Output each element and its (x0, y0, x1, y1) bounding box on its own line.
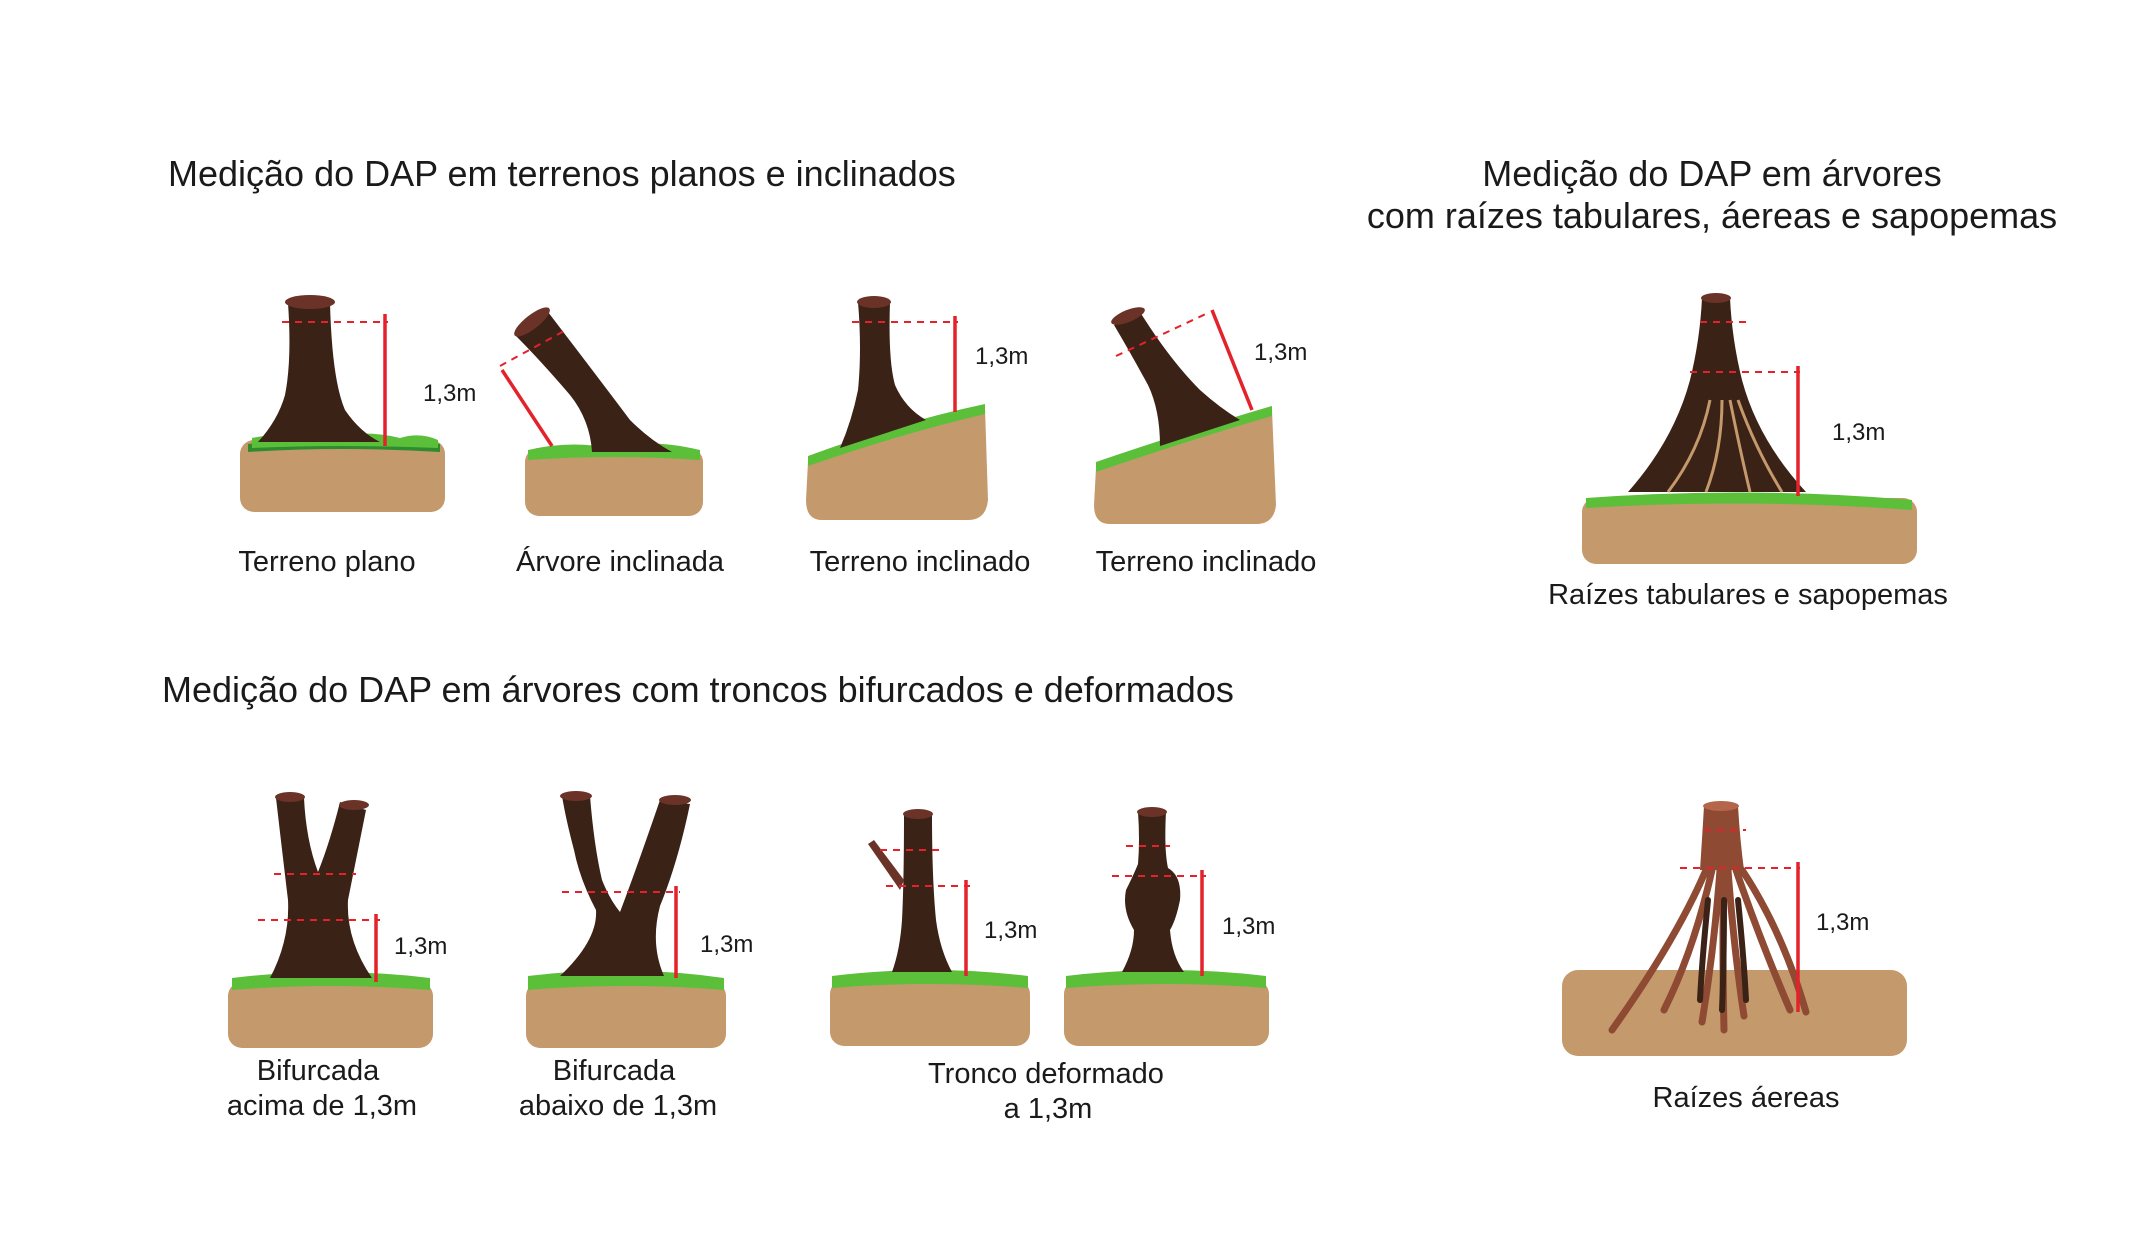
height-label: 1,3m (1816, 909, 1869, 936)
soil-block (1064, 980, 1269, 1046)
trunk-top (1111, 307, 1145, 325)
height-label: 1,3m (984, 917, 1037, 944)
trunk-top (1703, 801, 1739, 811)
tree-trunk (258, 303, 380, 442)
height-label: 1,3m (700, 931, 753, 958)
grass-patch (808, 404, 985, 466)
soil-block (830, 980, 1030, 1046)
height-label: 1,3m (423, 380, 476, 407)
height-marker-rod (500, 369, 554, 447)
soil-block (525, 448, 703, 516)
illustration-forked-above: 1,3m Bifurcada acima de 1,3m (227, 792, 447, 1122)
trunk-top (514, 307, 550, 337)
title-special-roots-line1: Medição do DAP em árvores (1482, 153, 1942, 194)
illustration-aerial-roots: 1,3m Raízes áereas (1562, 801, 1907, 1114)
caption-aerial-roots: Raízes áereas (1653, 1082, 1840, 1114)
aerial-root-strands (1608, 866, 1810, 1034)
tree-trunk (840, 302, 926, 448)
illustration-leaning-tree: Árvore inclinada (499, 307, 725, 578)
title-flat-inclined: Medição do DAP em terrenos planos e incl… (168, 153, 956, 194)
tree-trunk (1114, 312, 1240, 446)
illustration-slope-terrain-2: 1,3m Terreno inclinado (1094, 307, 1317, 578)
caption-forked-above-line2: acima de 1,3m (227, 1090, 417, 1122)
illustration-flat-terrain: 1,3m Terreno plano (238, 295, 476, 578)
height-marker-rod (1210, 309, 1254, 411)
illustration-deformed-trunk-2: 1,3m Tronco deformado a 1,3m (928, 807, 1275, 1125)
caption-leaning-tree: Árvore inclinada (516, 545, 725, 578)
trunk-top (857, 296, 891, 308)
caption-deformed-line2: a 1,3m (1004, 1093, 1093, 1125)
tree-trunk (516, 312, 672, 452)
caption-slope-terrain-2: Terreno inclinado (1096, 546, 1317, 578)
trunk-top-right (339, 800, 369, 810)
soil-block (1562, 970, 1907, 1056)
buttress-root-lines (1666, 399, 1784, 493)
trunk-branch (868, 840, 904, 890)
soil-block (228, 982, 433, 1048)
soil-block (806, 408, 988, 520)
height-label: 1,3m (394, 933, 447, 960)
title-forked-deformed: Medição do DAP em árvores com troncos bi… (162, 669, 1234, 710)
dbh-measure-line (1115, 311, 1211, 357)
height-label: 1,3m (1222, 913, 1275, 940)
tree-trunk (270, 798, 372, 978)
illustration-slope-terrain-1: 1,3m Terreno inclinado (806, 296, 1030, 578)
illustration-buttress-roots: 1,3m Raízes tabulares e sapopemas (1548, 293, 1948, 611)
tree-trunk (1122, 812, 1184, 972)
trunk-top (1137, 807, 1167, 817)
caption-forked-below-line2: abaixo de 1,3m (519, 1090, 717, 1122)
caption-forked-below-line1: Bifurcada (553, 1055, 676, 1087)
tree-trunk (560, 796, 690, 976)
caption-deformed-line1: Tronco deformado (928, 1058, 1164, 1090)
soil-block (1582, 498, 1917, 564)
trunk-top (285, 295, 335, 309)
soil-block (240, 440, 445, 512)
title-special-roots-line2: com raízes tabulares, áereas e sapopemas (1367, 195, 2057, 236)
trunk-top (1701, 293, 1731, 303)
trunk-top-left (560, 791, 592, 801)
caption-buttress-roots: Raízes tabulares e sapopemas (1548, 579, 1948, 611)
caption-flat-terrain: Terreno plano (238, 546, 415, 578)
tree-trunk (1628, 298, 1806, 492)
height-label: 1,3m (1254, 339, 1307, 366)
trunk-top (903, 809, 933, 819)
tree-trunk (1700, 806, 1744, 870)
soil-block (1094, 410, 1276, 524)
caption-slope-terrain-1: Terreno inclinado (810, 546, 1031, 578)
grass-patch (832, 970, 1028, 988)
trunk-top-left (275, 792, 305, 802)
illustration-deformed-trunk-1: 1,3m (830, 809, 1037, 1046)
tree-trunk (892, 814, 952, 972)
aerial-root-shadow (1697, 897, 1749, 1013)
illustration-forked-below: 1,3m Bifurcada abaixo de 1,3m (519, 791, 753, 1122)
soil-block (526, 982, 726, 1048)
grass-patch (1066, 970, 1266, 988)
height-label: 1,3m (975, 343, 1028, 370)
caption-forked-above-line1: Bifurcada (257, 1055, 380, 1087)
height-label: 1,3m (1832, 419, 1885, 446)
trunk-top-right (659, 795, 691, 805)
grass-patch (1586, 492, 1912, 510)
